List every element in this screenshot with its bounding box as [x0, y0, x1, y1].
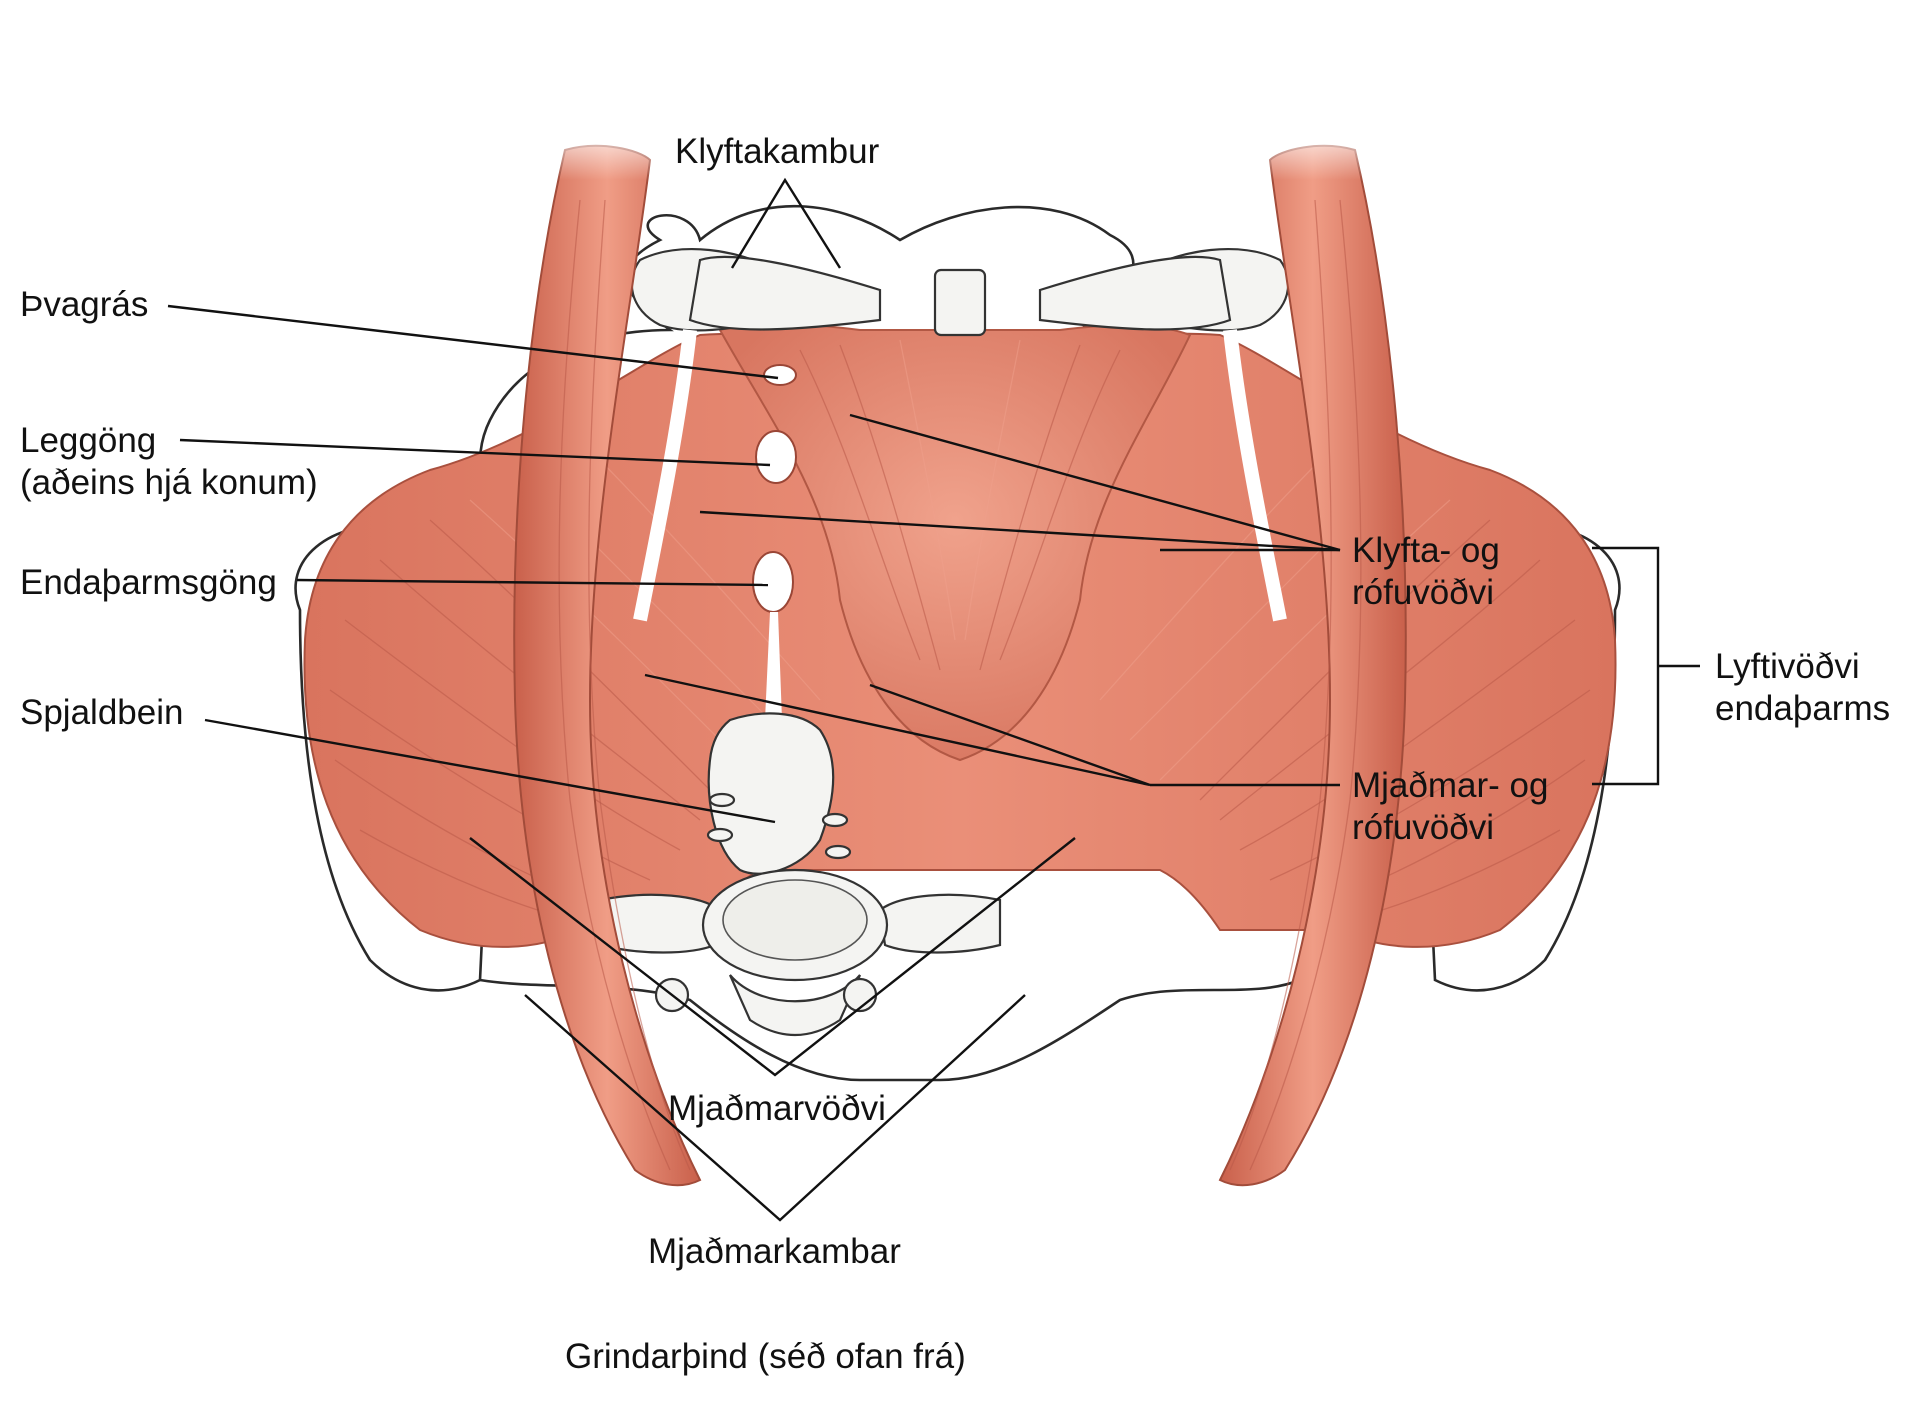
label-mjadmar-og-rofuvodvi-2: rófuvöðvi [1352, 808, 1494, 847]
coccyx-notch-l2 [706, 827, 734, 843]
coccyx-notch-l1 [708, 792, 736, 808]
arch-left [633, 329, 697, 622]
anal-opening [752, 551, 794, 613]
vaginal-opening [755, 430, 797, 484]
label-mjadmar-og-rofuvodvi-1: Mjaðmar- og [1352, 766, 1548, 805]
pubic-bone [630, 247, 1290, 622]
iliopsoas-right [1218, 144, 1407, 1187]
label-klyfta-og-rofuvodvi-1: Klyfta- og [1352, 531, 1500, 570]
leader-thvagras [167, 304, 779, 380]
label-leggong-note: (aðeins hjá konum) [20, 463, 318, 502]
leader-leggong [179, 438, 771, 467]
label-klyftakambur: Klyftakambur [675, 132, 880, 171]
pubococcygeus [718, 323, 1192, 762]
fade-left [500, 120, 670, 180]
pubic-symphysis [933, 268, 987, 337]
leader-mjadmarvodvi [469, 837, 1076, 1077]
label-lyftivodvi-2: endaþarms [1715, 689, 1890, 728]
coccyx-notch-r2 [824, 844, 852, 860]
urethra-opening [763, 364, 797, 386]
leader-spjaldbein [204, 718, 776, 824]
label-mjadmarkambar: Mjaðmarkambar [648, 1232, 901, 1271]
label-spjaldbein: Spjaldbein [20, 693, 183, 732]
label-leggong: Leggöng [20, 421, 156, 460]
pubic-ramus-left [688, 255, 882, 331]
iliopsoas-left [513, 144, 702, 1187]
sacral-canal [728, 974, 862, 1036]
sacral-body-inner [722, 879, 868, 961]
label-mjadmarvodvi: Mjaðmarvöðvi [668, 1089, 886, 1128]
anococcygeal-ligament [765, 612, 782, 720]
sacral-process-right [842, 977, 878, 1013]
figure-caption: Grindarþind (séð ofan frá) [565, 1337, 966, 1376]
arch-right [1223, 329, 1287, 622]
labels: Klyftakambur Þvagrás Leggöng (aðeins hjá… [20, 132, 1890, 1376]
coccyx [707, 712, 835, 875]
openings [752, 364, 797, 720]
fade-right [1250, 120, 1420, 180]
leader-klyftakambur [730, 177, 842, 269]
label-endatharmsgong: Endaþarmsgöng [20, 563, 277, 602]
leader-mjadmarkambar [524, 994, 1026, 1222]
label-thvagras: Þvagrás [20, 285, 148, 324]
label-klyfta-og-rofuvodvi-2: rófuvöðvi [1352, 573, 1494, 612]
pubic-ramus-right [1038, 255, 1232, 331]
iliopsoas [500, 120, 1420, 1187]
leader-lines [167, 177, 1700, 1222]
label-lyftivodvi-1: Lyftivöðvi [1715, 647, 1860, 686]
coccyx-notch-r1 [821, 812, 849, 828]
leader-endatharmsgong [296, 578, 769, 587]
